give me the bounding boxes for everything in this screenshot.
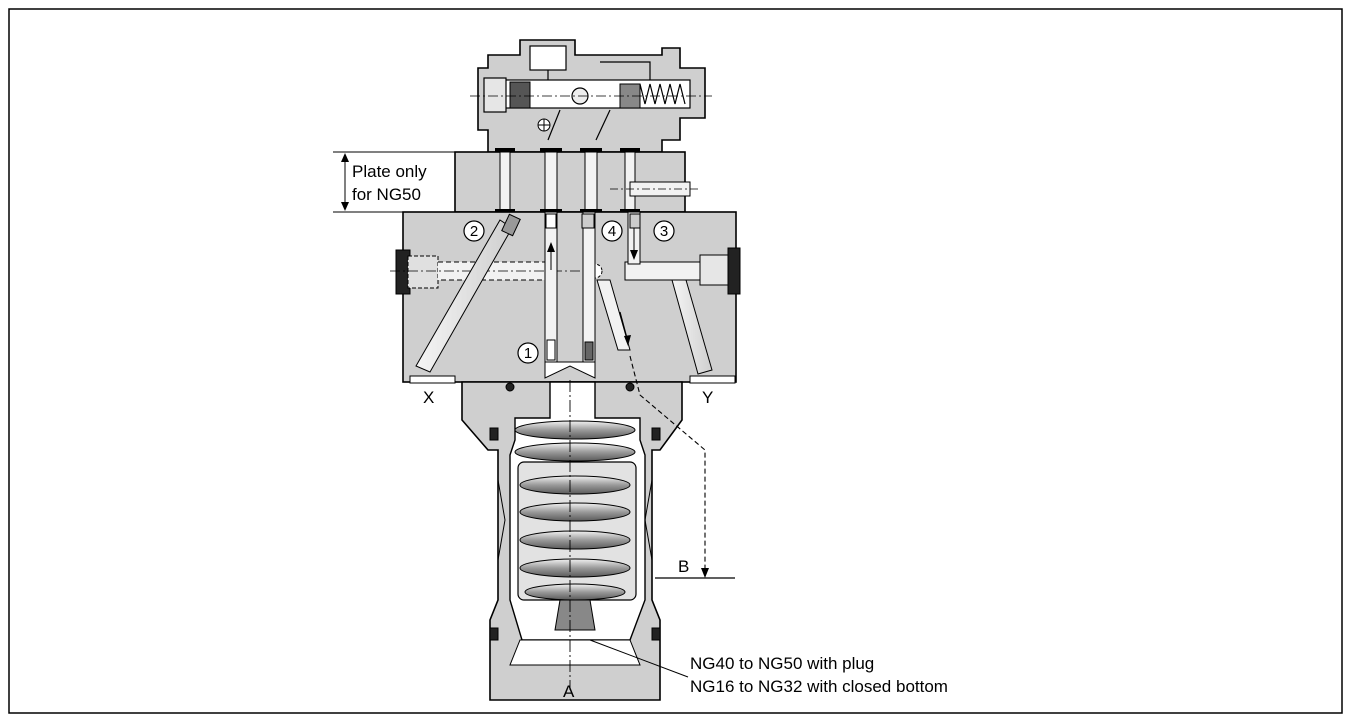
bottom-note-leader xyxy=(589,639,689,678)
drain-line-to-b xyxy=(629,355,735,579)
plate-note-line1: Plate only xyxy=(352,162,427,181)
position-numbers: 2 4 3 1 xyxy=(463,220,675,364)
port-label-y: Y xyxy=(702,388,713,407)
port-label-a: A xyxy=(563,682,575,701)
port-label-b: B xyxy=(678,557,689,576)
adapter-plate xyxy=(454,148,700,213)
position-number-2: 2 xyxy=(470,223,478,240)
cartridge-insert xyxy=(461,380,683,701)
outer-border xyxy=(8,8,1343,714)
position-number-4: 4 xyxy=(608,223,616,240)
cover-block xyxy=(390,211,741,384)
bottom-note-line1: NG40 to NG50 with plug xyxy=(690,654,874,673)
plate-note-line2: for NG50 xyxy=(352,185,421,204)
position-number-1: 1 xyxy=(524,345,532,362)
plate-note-dimension: Plate only for NG50 xyxy=(333,151,455,213)
bottom-note-line2: NG16 to NG32 with closed bottom xyxy=(690,677,948,696)
position-number-3: 3 xyxy=(660,223,668,240)
port-label-x: X xyxy=(423,388,434,407)
pilot-valve xyxy=(470,39,712,153)
